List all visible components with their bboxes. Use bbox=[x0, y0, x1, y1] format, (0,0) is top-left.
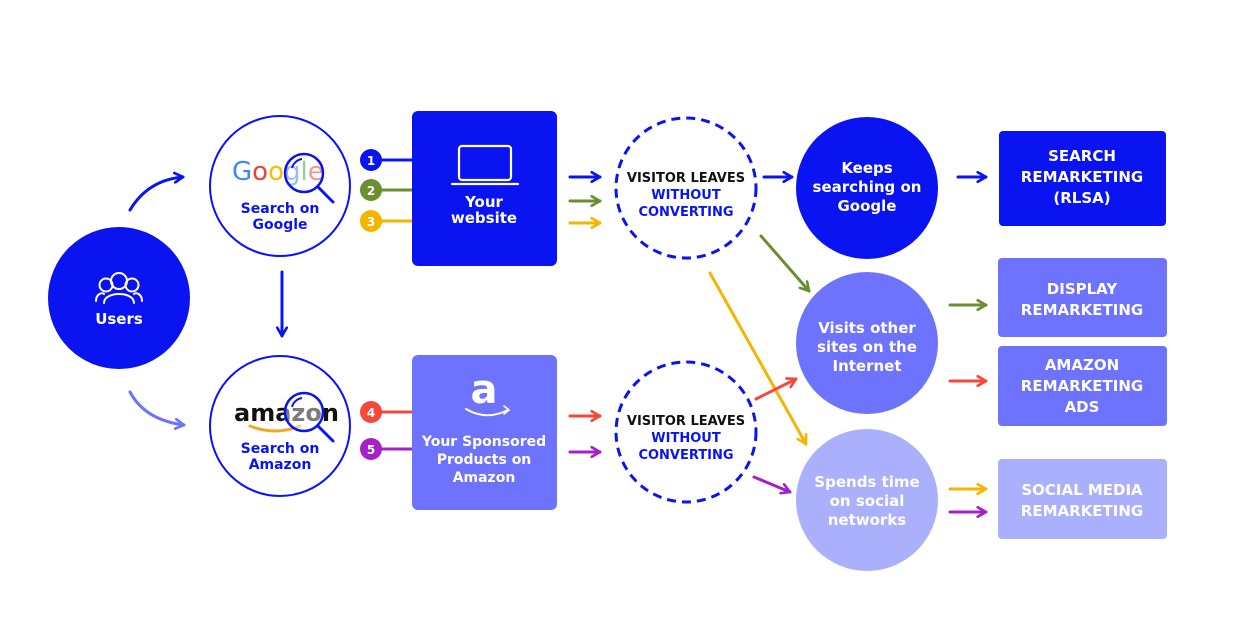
arrow-leaves-to-spends-time bbox=[708, 271, 808, 446]
spends-time-line1: Spends time bbox=[814, 473, 919, 491]
magnifier-icon bbox=[283, 152, 335, 204]
outcome-search-line3: (RLSA) bbox=[1053, 189, 1110, 207]
google-logo: Google bbox=[232, 157, 324, 187]
visitor-leaves-bottom-node: VISITOR LEAVES WITHOUT CONVERTING bbox=[614, 360, 758, 504]
path-badge-4: 4 bbox=[360, 401, 382, 423]
visits-other-line1: Visits other bbox=[818, 319, 916, 337]
outcome-social-line1: SOCIAL MEDIA bbox=[1021, 481, 1143, 499]
visitor-leaves-top-node: VISITOR LEAVES WITHOUT CONVERTING bbox=[614, 116, 758, 260]
svg-text:5: 5 bbox=[367, 443, 375, 457]
amazon-search-label-line1: Search on bbox=[241, 441, 320, 457]
spends-time-node: Spends time on social networks bbox=[796, 429, 938, 571]
sponsored-products-box bbox=[412, 355, 557, 510]
visits-other-line3: Internet bbox=[832, 357, 901, 375]
visitor-leaves-top-line2: WITHOUT bbox=[651, 188, 721, 203]
path-badge-2: 2 bbox=[360, 179, 382, 201]
visitor-leaves-bottom-circle bbox=[614, 360, 758, 504]
keeps-searching-line3: Google bbox=[838, 197, 897, 215]
svg-text:a: a bbox=[471, 367, 498, 413]
arrow-users-to-amazon bbox=[128, 390, 186, 425]
visits-other-line2: sites on the bbox=[817, 338, 917, 356]
google-search-circle bbox=[209, 115, 351, 257]
path-badge-3: 3 bbox=[360, 210, 382, 232]
amazon-search-label-line2: Amazon bbox=[249, 457, 312, 473]
keeps-searching-node: Keeps searching on Google bbox=[796, 117, 938, 259]
visitor-leaves-top-circle bbox=[614, 116, 758, 260]
sponsored-products-node[interactable]: a Your Sponsored Products on Amazon bbox=[412, 355, 557, 510]
website-node[interactable]: Your website bbox=[412, 111, 557, 266]
magnifier-icon bbox=[283, 391, 335, 443]
keeps-searching-line2: searching on bbox=[813, 178, 922, 196]
users-label: Users bbox=[95, 310, 143, 328]
outcome-amazon-line3: ADS bbox=[1065, 398, 1100, 416]
path-badge-5: 5 bbox=[360, 438, 382, 460]
users-icon bbox=[95, 272, 143, 304]
outcome-search-line2: REMARKETING bbox=[1021, 168, 1143, 186]
keeps-searching-line1: Keeps bbox=[841, 159, 892, 177]
svg-text:Google: Google bbox=[232, 157, 324, 187]
svg-text:1: 1 bbox=[367, 154, 375, 168]
sponsored-label-line3: Amazon bbox=[453, 470, 516, 486]
website-box bbox=[412, 111, 557, 266]
outcome-search-remarketing[interactable]: SEARCH REMARKETING (RLSA) bbox=[999, 131, 1166, 226]
arrow-leaves-bottom-to-visits-other bbox=[754, 379, 798, 401]
outcome-amazon-remarketing[interactable]: AMAZON REMARKETING ADS bbox=[998, 346, 1167, 426]
outcome-search-line1: SEARCH bbox=[1048, 147, 1116, 165]
arrow-leaves-to-visits-other bbox=[759, 234, 811, 293]
amazon-search-node[interactable]: amazon Search on Amazon bbox=[209, 355, 351, 497]
visitor-leaves-top-line1: VISITOR LEAVES bbox=[627, 171, 745, 186]
spends-time-line3: networks bbox=[828, 511, 907, 529]
visitor-leaves-bottom-line3: CONVERTING bbox=[638, 448, 733, 463]
outcome-social-remarketing[interactable]: SOCIAL MEDIA REMARKETING bbox=[998, 459, 1167, 539]
amazon-logo-icon: a bbox=[465, 367, 511, 417]
outcome-amazon-line2: REMARKETING bbox=[1021, 377, 1143, 395]
outcome-social-line2: REMARKETING bbox=[1021, 502, 1143, 520]
users-circle bbox=[48, 227, 190, 369]
amazon-search-circle bbox=[209, 355, 351, 497]
visits-other-sites-node: Visits other sites on the Internet bbox=[796, 272, 938, 414]
website-label-line2: website bbox=[451, 209, 517, 227]
path-badge-1: 1 bbox=[360, 149, 382, 171]
sponsored-label-line1: Your Sponsored bbox=[421, 434, 546, 450]
path-connectors: 1 2 3 4 5 bbox=[360, 149, 414, 460]
laptop-icon bbox=[450, 144, 520, 186]
visitor-leaves-top-line3: CONVERTING bbox=[638, 205, 733, 220]
visitor-leaves-bottom-line2: WITHOUT bbox=[651, 431, 721, 446]
outcome-display-remarketing[interactable]: DISPLAY REMARKETING bbox=[998, 258, 1167, 337]
outcome-display-line2: REMARKETING bbox=[1021, 301, 1143, 319]
svg-text:4: 4 bbox=[367, 406, 375, 420]
google-search-label-line1: Search on bbox=[241, 201, 320, 217]
sponsored-label-line2: Products on bbox=[437, 452, 532, 468]
spends-time-line2: on social bbox=[830, 492, 905, 510]
svg-text:2: 2 bbox=[367, 184, 375, 198]
users-node: Users bbox=[48, 227, 190, 369]
google-search-label-line2: Google bbox=[252, 217, 307, 233]
visitor-leaves-bottom-line1: VISITOR LEAVES bbox=[627, 414, 745, 429]
arrow-leaves-bottom-to-spends-time bbox=[752, 475, 792, 492]
outcome-display-line1: DISPLAY bbox=[1047, 280, 1119, 298]
google-search-node[interactable]: Google Search on Google bbox=[209, 115, 351, 257]
website-label-line1: Your bbox=[464, 193, 503, 211]
svg-text:3: 3 bbox=[367, 215, 375, 229]
outcome-amazon-line1: AMAZON bbox=[1045, 356, 1119, 374]
keeps-searching-circle bbox=[796, 117, 938, 259]
visits-other-sites-circle bbox=[796, 272, 938, 414]
spends-time-circle bbox=[796, 429, 938, 571]
arrow-users-to-google bbox=[128, 177, 185, 212]
